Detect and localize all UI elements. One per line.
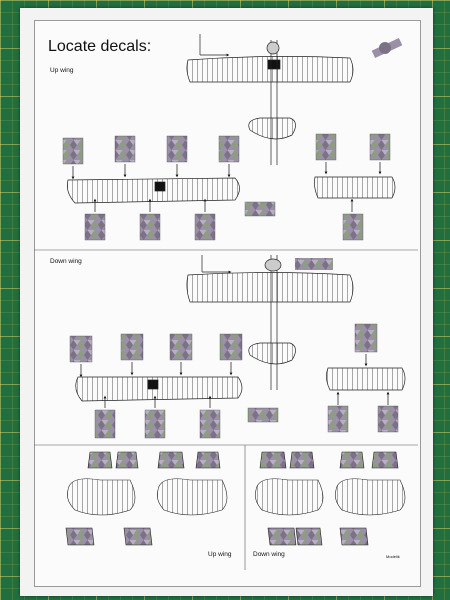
up-wing-lower-decals (84, 201, 364, 241)
plane-logo-icon (371, 38, 403, 58)
up-wing-decal-row (62, 133, 391, 165)
down-wing-arrows (79, 354, 390, 408)
section-label-bottom-down-wing: Down wing (253, 551, 285, 558)
brand-logo: Modelik (386, 554, 400, 559)
down-wing-plane-topview (186, 255, 354, 390)
down-wing-plan (75, 367, 406, 402)
bottom-left-elevators (65, 451, 228, 546)
up-wing-plan (66, 176, 396, 204)
down-wing-lower-decals (94, 405, 399, 439)
down-wing-decal-row (69, 323, 378, 363)
section-label-bottom-up-wing: Up wing (208, 551, 232, 558)
section-label-up-wing: Up wing (50, 67, 74, 74)
bottom-right-elevators (254, 451, 406, 546)
up-wing-plane-topview (186, 34, 354, 165)
section-label-down-wing: Down wing (50, 258, 82, 265)
page-title: Locate decals: (48, 38, 152, 55)
up-wing-arrows (71, 162, 382, 212)
